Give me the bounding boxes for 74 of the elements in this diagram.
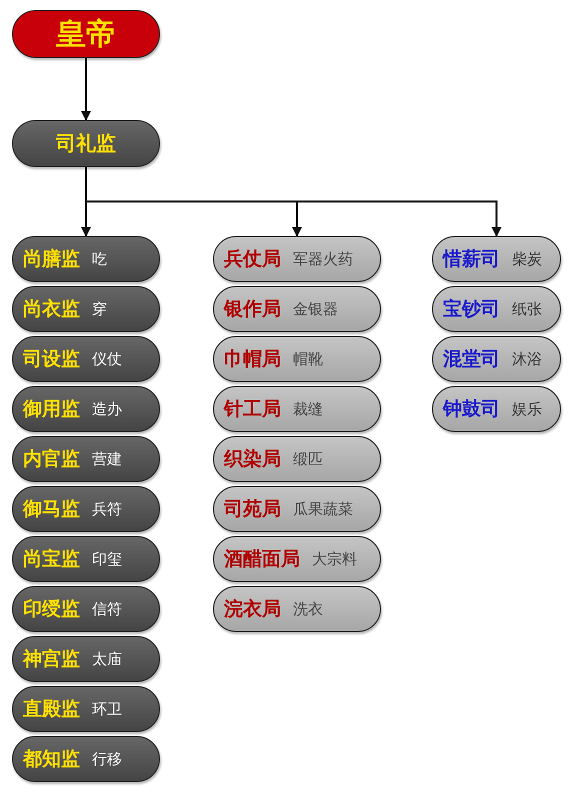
duty-label: 裁缝 <box>293 400 323 418</box>
duty-label: 帽靴 <box>293 350 323 368</box>
office-name: 银作局 <box>224 297 281 322</box>
rounded-box <box>12 536 160 582</box>
duty-label: 信符 <box>92 600 122 618</box>
office-name: 皇帝 <box>56 16 116 54</box>
rounded-box <box>12 120 160 167</box>
rounded-box <box>12 636 160 682</box>
rounded-box <box>213 236 381 282</box>
duty-label: 营建 <box>92 450 122 468</box>
duty-label: 穿 <box>92 300 107 318</box>
rounded-box <box>12 686 160 732</box>
rounded-box <box>12 386 160 432</box>
duty-label: 仪仗 <box>92 350 122 368</box>
duty-label: 沐浴 <box>512 350 542 368</box>
rounded-box <box>12 586 160 632</box>
rounded-box <box>213 536 381 582</box>
rounded-box <box>12 236 160 282</box>
office-name: 钟鼓司 <box>443 397 500 422</box>
rounded-box <box>213 436 381 482</box>
rounded-box <box>12 486 160 532</box>
office-name: 混堂司 <box>443 347 500 372</box>
duty-label: 娱乐 <box>512 400 542 418</box>
duty-label: 纸张 <box>512 300 542 318</box>
arrow <box>81 58 91 121</box>
rounded-box <box>432 386 561 432</box>
duty-label: 大宗料 <box>312 550 357 568</box>
rounded-box <box>213 336 381 382</box>
office-name: 都知监 <box>23 747 80 772</box>
duty-label: 金银器 <box>293 300 338 318</box>
office-name: 御马监 <box>23 497 80 522</box>
office-name: 直殿监 <box>23 697 80 722</box>
rounded-box <box>432 236 561 282</box>
duty-label: 造办 <box>92 400 122 418</box>
rounded-box <box>12 736 160 782</box>
office-name: 宝钞司 <box>443 297 500 322</box>
rounded-box <box>432 286 561 332</box>
office-name: 巾帽局 <box>224 347 281 372</box>
office-name: 针工局 <box>224 397 281 422</box>
duty-label: 吃 <box>92 250 107 268</box>
office-name: 内官监 <box>23 447 80 472</box>
duty-label: 缎匹 <box>293 450 323 468</box>
office-name: 惜薪司 <box>443 247 500 272</box>
office-name: 司设监 <box>23 347 80 372</box>
duty-label: 太庙 <box>92 650 122 668</box>
rounded-box <box>213 386 381 432</box>
office-name: 司礼监 <box>56 130 116 157</box>
office-name: 浣衣局 <box>224 597 281 622</box>
rounded-box <box>12 286 160 332</box>
rounded-box <box>213 486 381 532</box>
duty-label: 印玺 <box>92 550 122 568</box>
rounded-box <box>12 436 160 482</box>
rounded-box <box>12 336 160 382</box>
office-name: 御用监 <box>23 397 80 422</box>
duty-label: 兵符 <box>92 500 122 518</box>
office-name: 司苑局 <box>224 497 281 522</box>
duty-label: 军器火药 <box>293 250 353 268</box>
office-name: 尚衣监 <box>23 297 80 322</box>
office-name: 印绶监 <box>23 597 80 622</box>
duty-label: 瓜果蔬菜 <box>293 500 353 518</box>
office-name: 神宫监 <box>23 647 80 672</box>
duty-label: 环卫 <box>92 700 122 718</box>
duty-label: 柴炭 <box>512 250 542 268</box>
duty-label: 洗衣 <box>293 600 323 618</box>
office-name: 尚膳监 <box>23 247 80 272</box>
office-name: 织染局 <box>224 447 281 472</box>
office-name: 尚宝监 <box>23 547 80 572</box>
rounded-box <box>12 10 160 58</box>
duty-label: 行移 <box>92 750 122 768</box>
office-name: 酒醋面局 <box>224 547 300 572</box>
rounded-box <box>432 336 561 382</box>
rounded-box <box>213 286 381 332</box>
rounded-box <box>213 586 381 632</box>
office-name: 兵仗局 <box>224 247 281 272</box>
